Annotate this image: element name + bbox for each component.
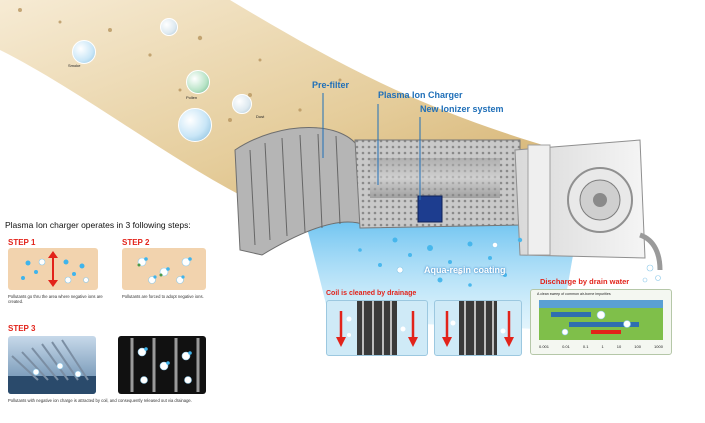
callout-new-ionizer: New Ionizer system: [420, 104, 504, 114]
pollutant-label-dust: Dust: [256, 114, 265, 119]
callout-pre-filter: Pre-filter: [312, 80, 350, 90]
small-bubble: [232, 94, 252, 114]
tick-label: 100: [634, 344, 641, 349]
coil-drain-panel-right: [434, 300, 522, 356]
coil-drain-panel-left: [326, 300, 428, 356]
dust-bubble: [178, 108, 212, 142]
callout-discharge: Discharge by drain water: [540, 277, 630, 286]
step-1-title: STEP 1: [8, 238, 36, 247]
tick-label: 0.001: [539, 344, 550, 349]
steps-heading: Plasma Ion charger operates in 3 followi…: [5, 220, 191, 230]
step-3-caption: Pollutants with negative ion charge is a…: [8, 398, 192, 403]
tick-label: 0.01: [562, 344, 570, 349]
pollutant-label-pollen: Pollen: [186, 95, 198, 100]
tick-label: 0.1: [582, 344, 589, 349]
ionizer-block: [417, 195, 443, 223]
impurities-chart-title: A clean sweep of common air-borne impuri…: [537, 292, 611, 296]
impurities-chart-panel: A clean sweep of common air-borne impuri…: [530, 289, 672, 355]
step-3-title: STEP 3: [8, 324, 36, 333]
ion-light-beam: [300, 200, 580, 330]
step-2-image: [122, 248, 206, 290]
step-3-image-right: [118, 336, 206, 394]
step-2-caption: Pollutants are forced to adopt negative …: [122, 294, 204, 299]
step-3-image-left: [8, 336, 96, 394]
impurities-chart-ticks: 0.001 0.01 0.1 1 10 100 1000: [539, 344, 663, 349]
callout-aqua-resin: Aqua-resin coating: [424, 265, 506, 275]
pollen-bubble: [186, 70, 210, 94]
callout-plasma-ion-charger: Plasma Ion Charger: [378, 90, 463, 100]
tick-label: 1000: [654, 344, 663, 349]
callout-coil-cleaned: Coil is cleaned by drainage: [326, 290, 417, 297]
step-1-caption: Pollutants go thru the area where negati…: [8, 294, 103, 304]
pollutant-label-smoke: Smoke: [68, 63, 81, 68]
step-2-title: STEP 2: [122, 238, 150, 247]
small-bubble: [160, 18, 178, 36]
step-1-image: [8, 248, 98, 290]
tick-label: 10: [616, 344, 622, 349]
smoke-bubble: [72, 40, 96, 64]
tick-label: 1: [601, 344, 604, 349]
